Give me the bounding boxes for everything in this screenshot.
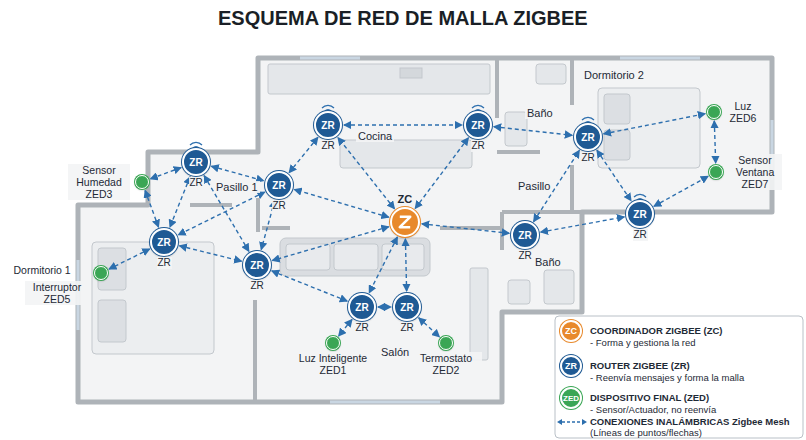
- end-device-node: Luz Inteligente ZED1: [326, 336, 340, 350]
- node-label: Interruptor ZED5: [25, 281, 89, 305]
- mesh-connection: [294, 190, 388, 218]
- node-label: ZR: [157, 257, 172, 269]
- legend-panel: [555, 316, 803, 438]
- router-node: ZRZR: [314, 111, 342, 139]
- mesh-connection: [211, 166, 263, 180]
- mesh-connection: [289, 137, 318, 172]
- node-label: Luz ZED6: [726, 100, 760, 124]
- mesh-connection: [494, 127, 572, 136]
- mesh-connection: [419, 318, 440, 337]
- node-label: Sensor Ventana ZED7: [728, 154, 782, 190]
- node-label: ZC: [397, 193, 414, 206]
- mesh-connection: [604, 114, 705, 134]
- room-label: Baño: [533, 256, 563, 269]
- node-label: ZR: [189, 177, 204, 189]
- mesh-connection: [654, 176, 708, 206]
- mesh-connection: [180, 246, 242, 261]
- mesh-connection: [109, 249, 150, 269]
- mesh-connection: [178, 192, 264, 235]
- legend-text: CONEXIONES INALÁMBRICAS Zigbee Mesh: [590, 417, 790, 428]
- router-node: ZRZR: [348, 293, 376, 321]
- router-node: ZRZR: [511, 221, 539, 249]
- mesh-connection: [369, 237, 397, 293]
- node-label: ZR: [321, 140, 336, 152]
- mesh-connection: [170, 177, 190, 227]
- legend-text: ROUTER ZIGBEE (ZR): [590, 361, 690, 372]
- end-device-node: Termostato ZED2: [439, 336, 453, 350]
- mesh-connection: [597, 150, 631, 200]
- node-type: ZR: [513, 223, 537, 247]
- coordinator-node: ZC: [390, 207, 420, 237]
- mesh-connection: [714, 121, 715, 163]
- router-node: ZRZR: [393, 293, 421, 321]
- mesh-connection: [344, 124, 462, 125]
- node-type: ZR: [395, 295, 419, 319]
- mesh-connection: [339, 319, 352, 336]
- mesh-connection: [338, 138, 394, 209]
- node-label: ZR: [272, 200, 287, 212]
- node-label: ZR: [518, 250, 533, 262]
- node-type: ZR: [576, 125, 600, 149]
- mesh-connection: [422, 224, 509, 233]
- node-label: Sensor Humedad ZED3: [68, 164, 130, 200]
- room-label: Cocina: [356, 130, 394, 143]
- node-label: ZR: [355, 322, 370, 334]
- wifi-icons: [190, 105, 646, 200]
- legend-icon-text: ZR: [565, 361, 577, 371]
- legend-connection-sample: [562, 421, 582, 422]
- legend-text: DISPOSITIVO FINAL (ZED): [590, 393, 709, 404]
- mesh-connection: [145, 190, 158, 227]
- router-node: ZRZR: [182, 148, 210, 176]
- mesh-connection: [378, 306, 391, 307]
- room-label: Salón: [379, 346, 411, 359]
- legend-icon-text: ZED: [563, 394, 579, 403]
- router-node: ZRZR: [243, 251, 271, 279]
- router-node: ZRZR: [265, 171, 293, 199]
- node-type: ZR: [152, 230, 176, 254]
- node-label: Termostato ZED2: [410, 352, 482, 376]
- legend-icon-text: ZC: [565, 326, 577, 336]
- node-type: ZR: [184, 150, 208, 174]
- diagram-title: ESQUEMA DE RED DE MALLA ZIGBEE: [218, 7, 588, 30]
- legend-text: COORDINADOR ZIGBEE (ZC): [590, 326, 722, 337]
- node-label: ZR: [471, 140, 486, 152]
- zigbee-logo: [392, 209, 418, 235]
- mesh-connection: [415, 138, 468, 209]
- legend-description: - Forma y gestiona la red: [590, 338, 696, 349]
- router-node: ZRZR: [626, 200, 654, 228]
- node-type: ZR: [245, 253, 269, 277]
- room-label: Dormitorio 2: [582, 69, 646, 82]
- node-label: ZR: [581, 152, 596, 164]
- node-label: ZR: [250, 280, 265, 292]
- mesh-connection: [272, 271, 347, 301]
- node-type: ZR: [466, 113, 490, 137]
- room-label: Dormitorio 1: [14, 264, 71, 276]
- mesh-connection: [405, 239, 406, 291]
- room-label: Pasillo: [516, 180, 552, 193]
- end-device-node: Sensor Ventana ZED7: [709, 165, 723, 179]
- legend-description: - Reenvía mensajes y forma la malla: [590, 373, 744, 384]
- mesh-connection: [272, 227, 388, 261]
- end-device-node: Interruptor ZED5: [94, 266, 108, 280]
- end-device-node: Sensor Humedad ZED3: [135, 175, 149, 189]
- router-node: ZRZR: [150, 228, 178, 256]
- node-label: Luz Inteligente ZED1: [290, 352, 376, 376]
- mesh-connection: [150, 168, 181, 179]
- legend-description: - Sensor/Actuador, no reenvía: [590, 405, 716, 416]
- node-label: ZR: [633, 229, 648, 241]
- router-node: ZRZR: [464, 111, 492, 139]
- mesh-connection: [541, 217, 625, 232]
- legend-description: (Líneas de puntos/flechas): [590, 428, 702, 439]
- room-label: Baño: [525, 107, 555, 120]
- end-device-node: Luz ZED6: [707, 105, 721, 119]
- node-type: ZR: [316, 113, 340, 137]
- node-type: ZR: [267, 173, 291, 197]
- room-label: Pasillo 1: [214, 181, 260, 194]
- node-label: ZR: [400, 322, 415, 334]
- node-type: ZR: [350, 295, 374, 319]
- router-node: ZRZR: [574, 123, 602, 151]
- node-type: ZR: [628, 202, 652, 226]
